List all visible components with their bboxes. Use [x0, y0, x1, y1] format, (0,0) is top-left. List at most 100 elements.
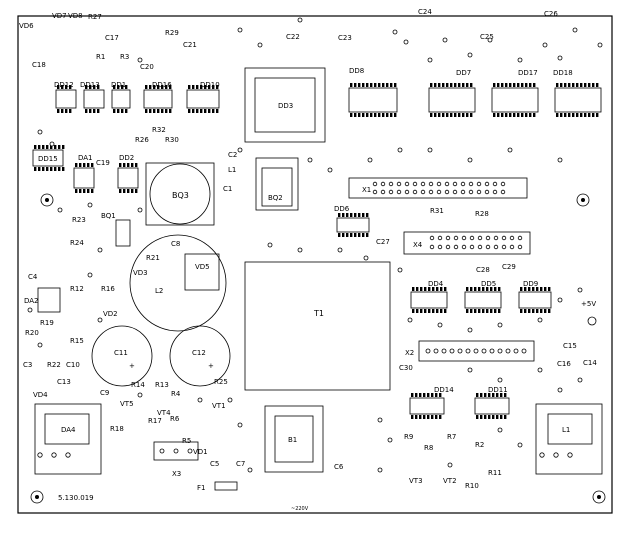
- pad: [135, 189, 138, 193]
- pad: [54, 167, 57, 171]
- via: [497, 322, 503, 328]
- pad: [354, 113, 357, 117]
- pad: [192, 109, 195, 113]
- pad: [62, 145, 65, 149]
- via: [497, 377, 503, 383]
- svg-text:X3: X3: [172, 470, 181, 478]
- pad: [416, 287, 419, 291]
- pad: [528, 309, 531, 313]
- pad: [145, 109, 148, 113]
- pad: [188, 109, 191, 113]
- pad: [119, 189, 122, 193]
- pin-hole: [509, 244, 515, 250]
- pad: [470, 309, 473, 313]
- pin-hole: [388, 181, 394, 187]
- pin-hole: [452, 189, 458, 195]
- pin-hole: [553, 452, 559, 458]
- pad: [504, 393, 507, 397]
- label-r22: R22: [47, 361, 61, 369]
- pad: [486, 287, 489, 291]
- label-r31: R31: [430, 207, 444, 215]
- label-r19: R19: [40, 319, 54, 327]
- label-c27: C27: [376, 238, 390, 246]
- label-vd3: VD3: [133, 269, 148, 277]
- pad: [420, 309, 423, 313]
- pad: [382, 113, 385, 117]
- svg-text:DA2: DA2: [24, 297, 39, 305]
- pad: [484, 415, 487, 419]
- pad: [548, 287, 551, 291]
- pad: [374, 83, 377, 87]
- pad: [424, 287, 427, 291]
- pin-hole: [460, 189, 466, 195]
- pad: [497, 113, 500, 117]
- pad: [188, 85, 191, 89]
- pad: [427, 393, 430, 397]
- pad: [427, 415, 430, 419]
- pad: [544, 287, 547, 291]
- via: [297, 247, 303, 253]
- pin-hole: [468, 181, 474, 187]
- via: [537, 367, 543, 373]
- label-c13: C13: [57, 378, 71, 386]
- pad: [204, 109, 207, 113]
- pin-hole: [468, 189, 474, 195]
- via: [392, 29, 398, 35]
- pad: [38, 145, 41, 149]
- pin-hole: [412, 189, 418, 195]
- pad: [415, 393, 418, 397]
- label-r18: R18: [110, 425, 124, 433]
- label-r17: R17: [148, 417, 162, 425]
- pad: [366, 233, 369, 237]
- pad: [560, 83, 563, 87]
- via: [557, 55, 563, 61]
- pad: [117, 85, 120, 89]
- svg-text:B1: B1: [288, 436, 297, 444]
- pad: [470, 113, 473, 117]
- pin-hole: [187, 448, 193, 454]
- pin-hole: [477, 235, 483, 241]
- chip-dd6: DD6: [334, 205, 370, 233]
- pad: [438, 83, 441, 87]
- regulator-da3: DA4: [34, 403, 102, 475]
- via: [267, 242, 273, 248]
- via: [137, 57, 143, 63]
- label-vt3: VT3: [409, 477, 423, 485]
- transformer-t1: T1: [244, 261, 391, 391]
- pad: [415, 415, 418, 419]
- pad: [346, 233, 349, 237]
- label-c7: C7: [236, 460, 245, 468]
- svg-text:DD8: DD8: [349, 67, 364, 75]
- svg-text:T1: T1: [313, 309, 324, 318]
- pad: [46, 145, 49, 149]
- svg-text:DD9: DD9: [523, 280, 538, 288]
- label-c4: C4: [28, 273, 38, 281]
- chip-dd9: DD9: [518, 280, 552, 309]
- pad: [438, 113, 441, 117]
- pad: [490, 309, 493, 313]
- pad: [524, 309, 527, 313]
- pad: [119, 163, 122, 167]
- pad: [121, 109, 124, 113]
- pad: [430, 83, 433, 87]
- via: [467, 52, 473, 58]
- label-r13: R13: [155, 381, 169, 389]
- pad: [492, 415, 495, 419]
- pad: [520, 309, 523, 313]
- pad: [588, 113, 591, 117]
- via: [542, 42, 548, 48]
- label-vd7: VD7: [52, 12, 67, 20]
- via: [572, 27, 578, 33]
- via: [227, 397, 233, 403]
- pin-hole: [517, 235, 523, 241]
- pin-hole: [420, 189, 426, 195]
- pin-hole: [485, 244, 491, 250]
- pad: [436, 287, 439, 291]
- chip-dd3: DD3: [244, 67, 326, 143]
- label-r2: R2: [475, 441, 484, 449]
- svg-text:L2: L2: [155, 287, 163, 295]
- pad: [97, 109, 100, 113]
- via: [387, 437, 393, 443]
- label-r20: R20: [25, 329, 39, 337]
- via: [377, 417, 383, 423]
